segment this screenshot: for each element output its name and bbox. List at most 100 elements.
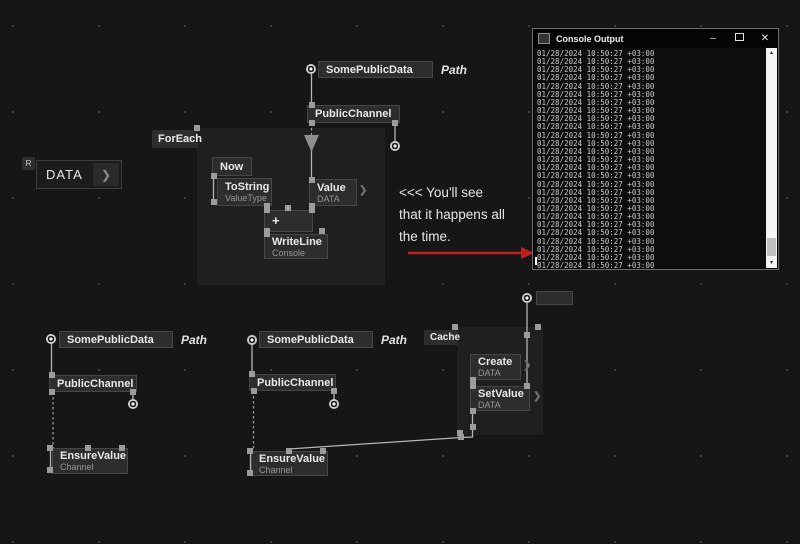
region-handle[interactable] — [452, 324, 458, 330]
pin[interactable] — [47, 445, 53, 451]
pin[interactable] — [458, 434, 464, 440]
node-tostring[interactable]: ToString ValueType — [217, 178, 272, 206]
scroll-down-icon[interactable]: ▾ — [769, 260, 773, 266]
pin[interactable] — [308, 177, 315, 183]
region-handle[interactable] — [194, 125, 200, 131]
pin[interactable] — [320, 448, 326, 454]
pin[interactable] — [48, 372, 55, 378]
node-publicchannel-middle[interactable]: PublicChannel — [249, 374, 336, 391]
pin[interactable] — [392, 120, 398, 126]
console-log-line: 01/28/2024 10:50:27 +03:00 — [537, 130, 655, 140]
pin[interactable] — [130, 389, 136, 395]
node-ensurevalue-left[interactable]: EnsureValue Channel — [52, 448, 128, 474]
data-iobox[interactable]: DATA ❯ — [36, 160, 122, 189]
node-subtitle: DATA — [478, 368, 501, 378]
node-publicchannel-top[interactable]: PublicChannel — [307, 105, 400, 123]
console-titlebar[interactable]: Console Output – ✕ — [533, 29, 778, 48]
pin[interactable] — [308, 203, 315, 209]
node-title: SomePublicData — [326, 63, 413, 76]
channel-circle-pin[interactable] — [247, 335, 257, 345]
node-value[interactable]: Value DATA — [309, 179, 357, 206]
pin[interactable] — [210, 199, 217, 205]
pin[interactable] — [263, 231, 270, 237]
wire — [288, 411, 474, 450]
pin[interactable] — [308, 102, 315, 108]
pin[interactable] — [469, 377, 476, 383]
console-output-window: Console Output – ✕ 01/28/2024 10:50:27 +… — [532, 28, 779, 270]
pin[interactable] — [469, 383, 476, 389]
pin[interactable] — [247, 448, 253, 454]
node-title: + — [272, 213, 280, 228]
node-now[interactable]: Now — [212, 157, 252, 176]
console-log-line: 01/28/2024 10:50:27 +03:00 — [537, 146, 655, 156]
pin[interactable] — [285, 205, 291, 211]
console-log-line: 01/28/2024 10:50:27 +03:00 — [537, 97, 655, 107]
console-scrollbar[interactable]: ▴ ▾ — [766, 48, 777, 268]
channel-circle-pin[interactable] — [329, 399, 339, 409]
console-log-line: 01/28/2024 10:50:27 +03:00 — [537, 65, 655, 75]
console-log-line: 01/28/2024 10:50:27 +03:00 — [537, 114, 655, 124]
pin[interactable] — [319, 228, 325, 234]
pin[interactable] — [308, 207, 315, 213]
scrollbar-thumb[interactable] — [767, 238, 776, 256]
pin[interactable] — [263, 207, 270, 213]
channel-circle-pin[interactable] — [390, 141, 400, 151]
expand-chevron-icon[interactable]: ❯ — [93, 163, 119, 186]
console-log-line: 01/28/2024 10:50:27 +03:00 — [537, 212, 655, 222]
reactive-badge[interactable]: R — [22, 157, 35, 170]
annotation-line: <<< You'll see — [399, 185, 484, 200]
pin[interactable] — [250, 388, 257, 394]
pin[interactable] — [263, 203, 270, 209]
pin[interactable] — [210, 173, 217, 179]
node-plus[interactable]: + — [264, 210, 313, 232]
node-chevron-icon: ❯ — [523, 360, 532, 371]
pin[interactable] — [286, 448, 292, 454]
channel-circle-pin[interactable] — [522, 293, 532, 303]
node-writeline[interactable]: WriteLine Console — [264, 234, 328, 259]
pin[interactable] — [469, 424, 476, 430]
foreach-region-label[interactable]: ForEach — [152, 130, 202, 148]
pin[interactable] — [119, 445, 125, 451]
pin[interactable] — [85, 445, 91, 451]
pin[interactable] — [524, 332, 530, 338]
console-log-line: 01/28/2024 10:50:27 +03:00 — [537, 122, 655, 132]
console-log-line: 01/28/2024 10:50:27 +03:00 — [537, 138, 655, 148]
node-publicchannel-left[interactable]: PublicChannel — [49, 375, 137, 392]
minimize-button[interactable]: – — [710, 33, 716, 44]
region-handle[interactable] — [535, 324, 541, 330]
node-somepublicdata-top[interactable]: SomePublicData — [318, 61, 433, 78]
annotation-line: that it happens all — [399, 207, 505, 222]
node-create[interactable]: Create DATA — [470, 354, 521, 380]
close-button[interactable]: ✕ — [760, 33, 770, 44]
pin[interactable] — [249, 371, 255, 377]
console-log-line: 01/28/2024 10:50:27 +03:00 — [537, 244, 655, 254]
node-somepublicdata-middle[interactable]: SomePublicData — [259, 331, 373, 348]
channel-circle-pin[interactable] — [306, 64, 316, 74]
pin[interactable] — [331, 388, 337, 394]
data-iobox-label: DATA — [46, 167, 83, 182]
pin[interactable] — [247, 470, 253, 476]
empty-iobox[interactable] — [536, 291, 573, 305]
scroll-up-icon[interactable]: ▴ — [769, 50, 773, 56]
region-handle[interactable] — [457, 430, 463, 436]
node-ensurevalue-middle[interactable]: EnsureValue Channel — [251, 451, 328, 476]
channel-circle-pin[interactable] — [128, 399, 138, 409]
console-log-line: 01/28/2024 10:50:27 +03:00 — [537, 171, 655, 181]
pin[interactable] — [48, 389, 55, 395]
node-title: Create — [478, 356, 513, 368]
cache-region-label[interactable]: Cache — [424, 330, 460, 345]
console-log-line: 01/28/2024 10:50:27 +03:00 — [537, 187, 655, 197]
node-subtitle: DATA — [478, 399, 501, 410]
console-log-line: 01/28/2024 10:50:27 +03:00 — [537, 163, 655, 173]
pin[interactable] — [308, 120, 315, 126]
node-somepublicdata-left[interactable]: SomePublicData — [59, 331, 173, 348]
node-setvalue[interactable]: SetValue DATA — [470, 386, 530, 411]
maximize-button[interactable] — [726, 29, 752, 48]
pin[interactable] — [469, 408, 476, 414]
pin[interactable] — [524, 383, 530, 389]
console-log-line: 01/28/2024 10:50:27 +03:00 — [537, 57, 655, 67]
node-title: EnsureValue — [259, 452, 326, 465]
channel-circle-pin[interactable] — [46, 334, 56, 344]
pin[interactable] — [47, 467, 53, 473]
